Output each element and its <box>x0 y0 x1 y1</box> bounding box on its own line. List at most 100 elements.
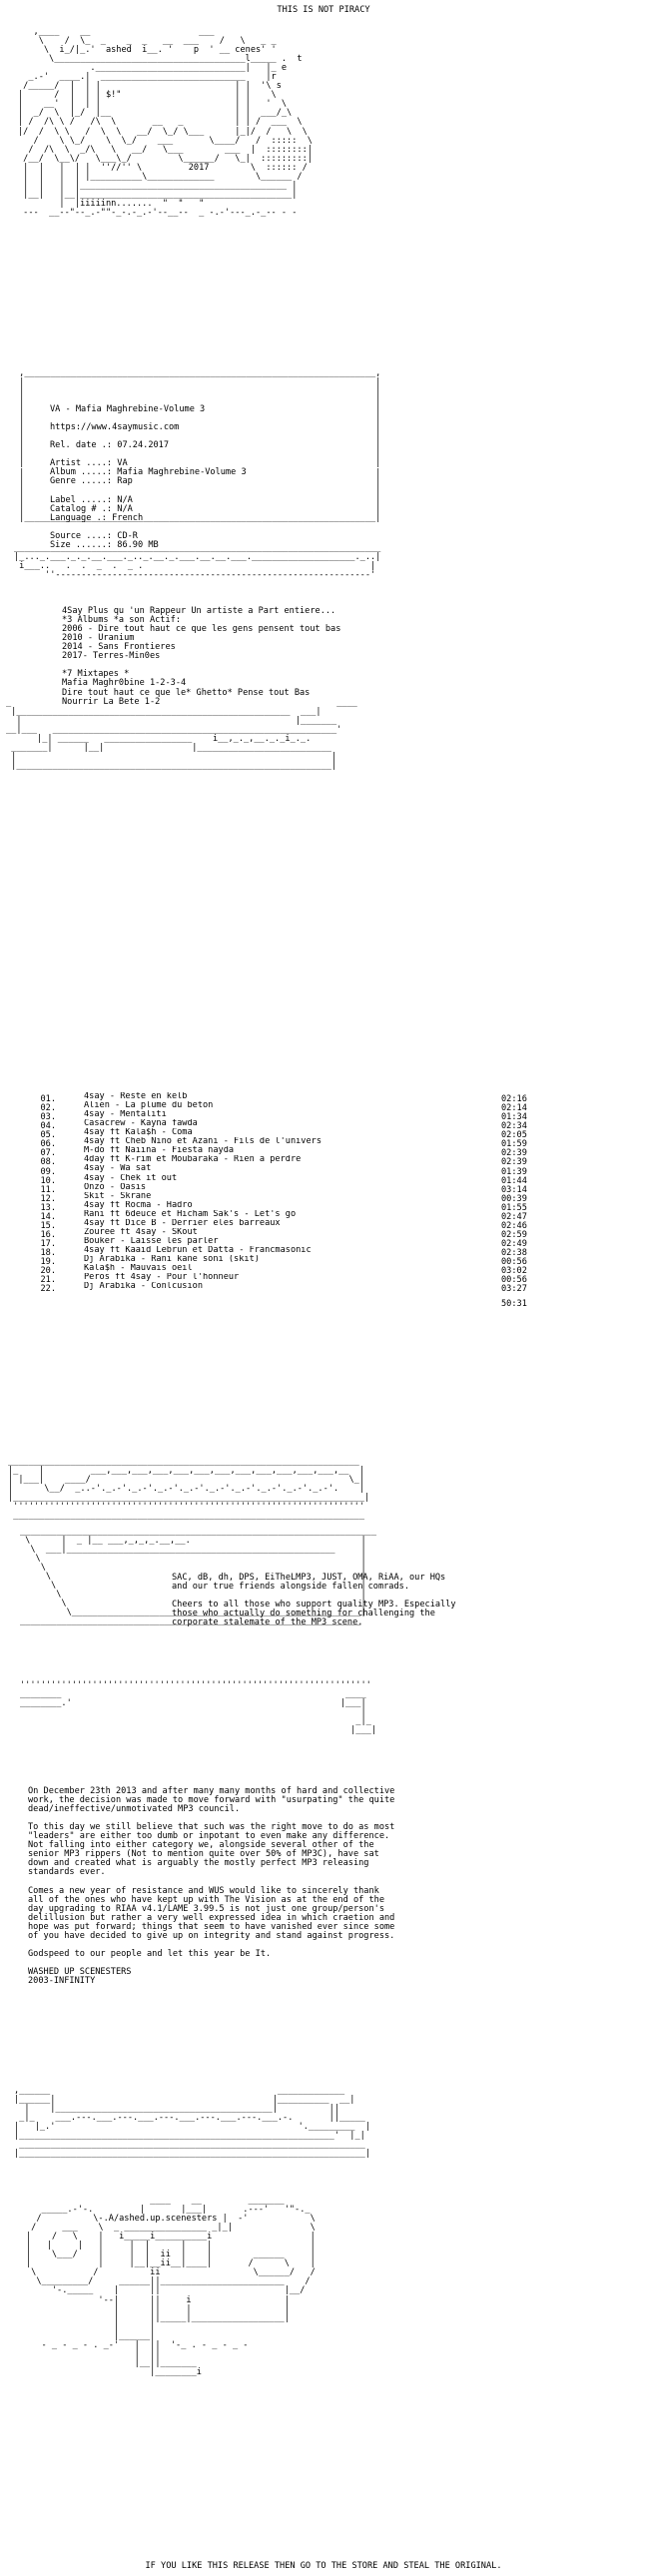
track-row: 17. Bouker - Laisse les parler 02:49 <box>16 1236 541 1249</box>
signature-years: 2003-INFINITY <box>28 1975 96 1986</box>
track-title: 4say ft Rocma - Hadro <box>84 1200 193 1210</box>
track-number: 13. <box>40 1202 56 1213</box>
rel-date-value: 07.24.2017 <box>117 440 170 451</box>
album-value: Mafia Maghrebine-Volume 3 <box>117 467 247 478</box>
track-time: 02:46 <box>501 1220 527 1231</box>
greets-section: SAC, dB, dh, DPS, EiTheLMP3, JUST, OMA, … <box>172 1556 456 1645</box>
greets-frame-art: ________________________________________… <box>20 1527 376 1627</box>
track-time: 02:49 <box>501 1238 527 1249</box>
bio-line: 4Say Plus qu 'un Rappeur Un artiste a Pa… <box>62 606 336 617</box>
track-time: 02:14 <box>501 1103 527 1114</box>
track-title: Kala$h - Mauvais oeil <box>84 1263 193 1273</box>
manifesto-paragraph: On December 23th 2013 and after many man… <box>28 1786 395 1815</box>
manifesto-section: On December 23th 2013 and after many man… <box>28 1769 627 2004</box>
track-number: 11. <box>40 1184 56 1195</box>
track-number: 22. <box>40 1284 56 1295</box>
track-title: Peros ft 4say - Pour l'honneur <box>84 1273 240 1283</box>
track-time: 00:56 <box>501 1275 527 1286</box>
track-title: 4say - Mentaliti <box>84 1110 167 1120</box>
bio-line: *7 Mixtapes * <box>62 669 130 680</box>
manifesto-paragraph: Comes a new year of resistance and WUS w… <box>28 1885 395 1941</box>
track-number: 09. <box>40 1166 56 1177</box>
manifesto-paragraph: To this day we still believe that such w… <box>28 1822 395 1878</box>
release-info: VA - Mafia Maghrebine-Volume 3 https://w… <box>50 387 247 568</box>
artist-label: Artist ....: <box>50 458 113 469</box>
track-row: 15. 4say ft Dice B - Derrier eles barreau… <box>16 1218 541 1231</box>
album-label: Album .....: <box>50 467 113 478</box>
track-number: 16. <box>40 1229 56 1240</box>
info-box-frame: ,_______________________________________… <box>19 368 381 523</box>
track-number: 04. <box>40 1121 56 1132</box>
artist-value: VA <box>117 458 128 469</box>
track-time: 01:59 <box>501 1139 527 1150</box>
track-title: Zouree ft 4say - SKout <box>84 1227 198 1237</box>
track-time: 01:39 <box>501 1166 527 1177</box>
track-number: 19. <box>40 1256 56 1267</box>
track-time: 02:47 <box>501 1211 527 1222</box>
header-text: THIS IS NOT PIRACY <box>277 5 370 15</box>
track-title: Bouker - Laisse les parler <box>84 1236 219 1246</box>
track-number: 21. <box>40 1275 56 1286</box>
bio-line: 2006 - Dire tout haut ce que les gens pe… <box>62 624 341 635</box>
bio-line: *3 Albums *a son Actif: <box>62 615 181 626</box>
track-row: 09. 4say - Wa sat 01:39 <box>16 1164 541 1176</box>
track-number: 15. <box>40 1220 56 1231</box>
bio-line: Nourrir La Bete 1-2 <box>62 696 161 707</box>
track-title: 4say - Wa sat <box>84 1164 152 1174</box>
group-logo-art: ,____ __ ___ \ / \_ _ _ _ __ ___ / \ _ _… <box>18 27 313 218</box>
manifesto-header-art: ''''''''''''''''''''''''''''''''''''''''… <box>20 1680 376 1736</box>
language-label: Language .: <box>50 512 107 523</box>
track-row: 14.Rani ft 6deuce et Hicham Sak's - Let'… <box>16 1210 541 1222</box>
track-title: 4say ft Dice B - Derrier eles barreaux <box>84 1218 281 1228</box>
track-row: 18.4say ft Kaaid Lebrun et Datta - Franc… <box>16 1246 541 1258</box>
manifesto-paragraph: Godspeed to our people and let this year… <box>28 1948 272 1959</box>
bio-section: 4Say Plus qu 'un Rappeur Un artiste a Pa… <box>62 589 340 725</box>
genre-value: Rap <box>117 476 133 487</box>
rel-date-label: Rel. date .: <box>50 440 113 451</box>
track-row: 10. 4say - Chek it out 01:44 <box>16 1173 541 1186</box>
track-title: Skit - Skrane <box>84 1191 152 1201</box>
track-time: 02:05 <box>501 1130 527 1141</box>
wave-separator-art: ________________________________________… <box>8 1457 370 1522</box>
tracklist-header-art: _ ____ |________________________________… <box>6 698 357 772</box>
bio-line: 2014 - Sans Frontieres <box>62 642 176 653</box>
track-row: 22. Dj Arabika - Conlcusion 03:27 <box>16 1282 541 1295</box>
total-time: 50:31 <box>501 1299 527 1310</box>
track-number: 17. <box>40 1238 56 1249</box>
greets-line: and our true friends alongside fallen co… <box>172 1582 409 1593</box>
track-title: 4say ft Kala$h - Coma <box>84 1128 193 1138</box>
track-number: 12. <box>40 1193 56 1204</box>
bio-line: Dire tout haut ce que le* Ghetto* Pense … <box>62 687 311 698</box>
greets-line: those who actually do something for chal… <box>172 1609 435 1619</box>
track-title: Onzo - Oasis <box>84 1182 147 1192</box>
track-title: 4say - Chek it out <box>84 1173 178 1183</box>
track-title: 4say ft Cheb Nino et Azani - Fils de l'u… <box>84 1137 322 1147</box>
track-number: 20. <box>40 1266 56 1277</box>
footer-text: IF YOU LIKE THIS RELEASE THEN GO TO THE … <box>145 2561 502 2571</box>
track-number: 07. <box>40 1148 56 1159</box>
track-number: 08. <box>40 1157 56 1168</box>
track-time: 03:02 <box>501 1266 527 1277</box>
track-time: 03:27 <box>501 1284 527 1295</box>
track-time: 02:59 <box>501 1229 527 1240</box>
track-number: 10. <box>40 1175 56 1186</box>
track-title: Dj Arabika - Conlcusion <box>84 1282 203 1292</box>
track-title: 4day ft K-rim et Moubaraka - Rien a perd… <box>84 1155 302 1165</box>
track-number: 14. <box>40 1211 56 1222</box>
release-url[interactable]: https://www.4saymusic.com <box>50 422 180 433</box>
lower-wave-art: ,______ _____________ |______| |________… <box>14 2086 370 2160</box>
track-time: 00:56 <box>501 1256 527 1267</box>
track-time: 02:39 <box>501 1157 527 1168</box>
track-time: 01:44 <box>501 1175 527 1186</box>
language-value: French <box>112 512 144 523</box>
track-time: 02:34 <box>501 1121 527 1132</box>
